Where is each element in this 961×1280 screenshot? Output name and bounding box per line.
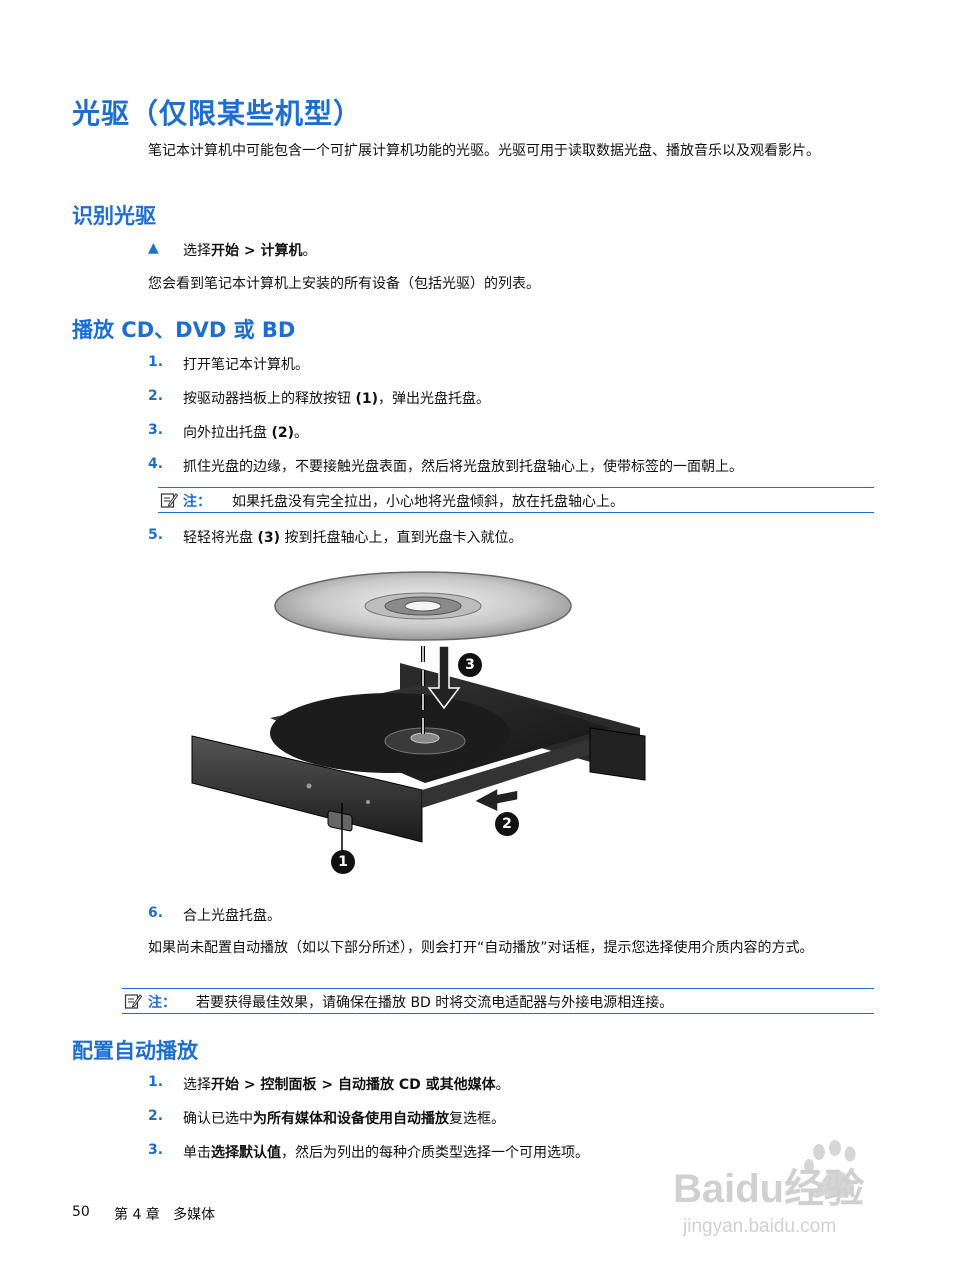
step-number: 4. xyxy=(148,456,164,472)
step-text: 按到托盘轴心上，直到光盘卡入就位。 xyxy=(280,530,523,546)
callout-1-badge: 1 xyxy=(331,850,355,874)
autoplay-step-3: 单击选择默认值，然后为列出的每种介质类型选择一个可用选项。 xyxy=(183,1142,589,1162)
step-number: 3. xyxy=(148,422,164,438)
intro-paragraph: 笔记本计算机中可能包含一个可扩展计算机功能的光驱。光驱可用于读取数据光盘、播放音… xyxy=(148,143,820,159)
watermark-brand: Baidu经验 xyxy=(673,1167,864,1211)
step-callout-ref: (1) xyxy=(355,391,378,407)
play-step-1: 打开笔记本计算机。 xyxy=(183,357,309,373)
watermark-url: jingyan.baidu.com xyxy=(682,1216,836,1237)
note-text: 若要获得最佳效果，请确保在播放 BD 时将交流电适配器与外接电源相连接。 xyxy=(196,995,674,1011)
callout-3-badge: 3 xyxy=(458,653,482,677)
note-bottom-rule xyxy=(158,512,874,513)
note-pencil-icon xyxy=(124,992,143,1010)
section-heading-identify: 识别光驱 xyxy=(72,204,156,228)
step-number: 2. xyxy=(148,1108,164,1124)
step-text: 复选框。 xyxy=(449,1111,505,1127)
step-callout-ref: (2) xyxy=(271,425,294,441)
step-text: 选择 xyxy=(183,1077,211,1093)
step-text: ，弹出光盘托盘。 xyxy=(378,391,490,407)
step-text: 。 xyxy=(495,1077,510,1093)
identify-step-menu-path: 开始 > 计算机 xyxy=(211,243,303,259)
step-button-name: 选择默认值 xyxy=(211,1145,281,1161)
callout-2-badge: 2 xyxy=(495,812,519,836)
play-step-6: 合上光盘托盘。 xyxy=(183,908,281,924)
triangle-bullet-icon: ▲ xyxy=(148,240,159,256)
note-label: 注： xyxy=(183,494,211,510)
step-text: 单击 xyxy=(183,1145,211,1161)
step-text: ，然后为列出的每种介质类型选择一个可用选项。 xyxy=(281,1145,589,1161)
step-text: 确认已选中 xyxy=(183,1111,253,1127)
note-bottom-rule xyxy=(122,1013,874,1014)
identify-step-suffix: 。 xyxy=(302,243,317,259)
step-callout-ref: (3) xyxy=(257,530,280,546)
step-text: 向外拉出托盘 xyxy=(183,425,272,441)
play-step-4: 抓住光盘的边缘，不要接触光盘表面，然后将光盘放到托盘轴心上，使带标签的一面朝上。 xyxy=(183,459,743,475)
play-step-3: 向外拉出托盘 (2)。 xyxy=(183,422,308,442)
step-number: 3. xyxy=(148,1142,164,1158)
note-label: 注： xyxy=(148,995,176,1011)
step-number: 6. xyxy=(148,905,164,921)
autoplay-paragraph: 如果尚未配置自动播放（如以下部分所述），则会打开“自动播放”对话框，提示您选择使… xyxy=(148,940,814,956)
identify-step: 选择开始 > 计算机。 xyxy=(183,240,316,260)
autoplay-step-1: 选择开始 > 控制面板 > 自动播放 CD 或其他媒体。 xyxy=(183,1074,510,1094)
step-menu-path: 开始 > 控制面板 > 自动播放 CD 或其他媒体 xyxy=(211,1077,496,1093)
chapter-label: 第 4 章 多媒体 xyxy=(114,1207,216,1223)
section-heading-play: 播放 CD、DVD 或 BD xyxy=(72,318,296,342)
play-step-5: 轻轻将光盘 (3) 按到托盘轴心上，直到光盘卡入就位。 xyxy=(183,527,522,547)
note-top-rule xyxy=(158,487,874,488)
autoplay-step-2: 确认已选中为所有媒体和设备使用自动播放复选框。 xyxy=(183,1108,505,1128)
step-number: 5. xyxy=(148,527,164,543)
note-top-rule xyxy=(122,988,874,989)
baidu-watermark: Baidu经验 jingyan.baidu.com xyxy=(669,1140,899,1240)
optical-drive-illustration xyxy=(190,568,660,888)
step-number: 1. xyxy=(148,354,164,370)
step-number: 2. xyxy=(148,388,164,404)
note-pencil-icon xyxy=(160,491,179,509)
identify-step-prefix: 选择 xyxy=(183,243,211,259)
step-option-name: 为所有媒体和设备使用自动播放 xyxy=(253,1111,449,1127)
paw-logo-icon: Baidu经验 jingyan.baidu.com xyxy=(673,1140,864,1237)
step-text: 。 xyxy=(294,425,308,441)
step-text: 按驱动器挡板上的释放按钮 xyxy=(183,391,356,407)
identify-result: 您会看到笔记本计算机上安装的所有设备（包括光驱）的列表。 xyxy=(148,276,540,292)
step-number: 1. xyxy=(148,1074,164,1090)
step-text: 轻轻将光盘 xyxy=(183,530,258,546)
page-title: 光驱（仅限某些机型） xyxy=(72,97,363,130)
play-step-2: 按驱动器挡板上的释放按钮 (1)，弹出光盘托盘。 xyxy=(183,388,490,408)
note-text: 如果托盘没有完全拉出，小心地将光盘倾斜，放在托盘轴心上。 xyxy=(232,494,624,510)
page-number: 50 xyxy=(72,1204,90,1220)
section-heading-autoplay: 配置自动播放 xyxy=(72,1039,198,1063)
